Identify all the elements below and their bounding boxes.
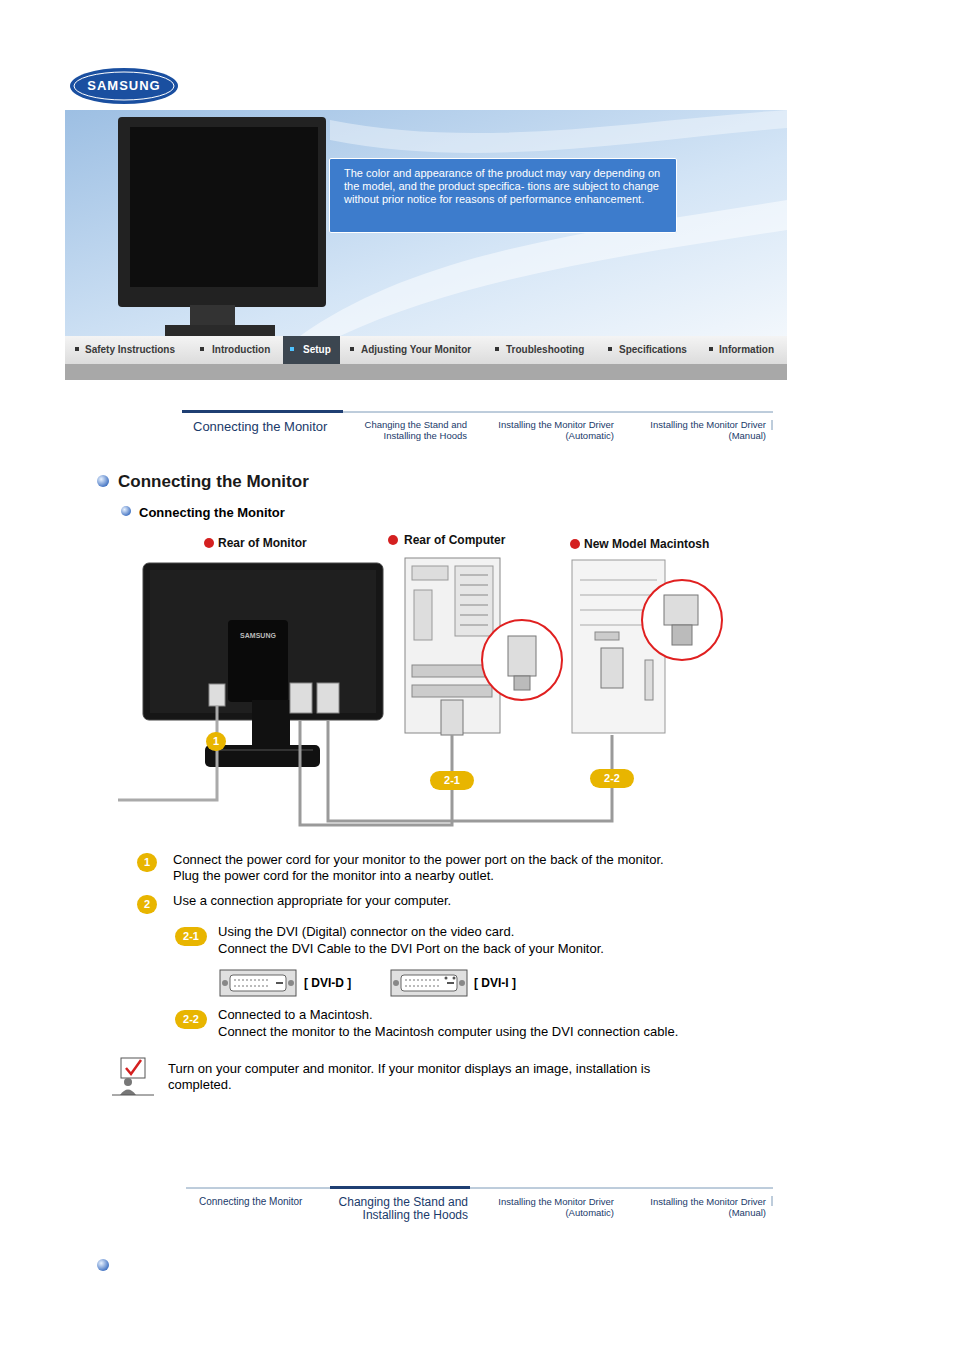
dvi-cable xyxy=(328,720,612,821)
nav-item: Troubleshooting xyxy=(506,344,584,356)
computer-tower xyxy=(405,558,562,735)
tab-link: Connecting the Monitor xyxy=(199,1196,302,1208)
connector-name: [ DVI-D ] xyxy=(304,975,351,991)
banner xyxy=(65,110,787,380)
subheading: Connecting the Monitor xyxy=(139,505,285,521)
tab-link: Installing the Monitor Driver (Manual) xyxy=(617,419,766,441)
monitor-back xyxy=(118,563,383,800)
nav-item: Information xyxy=(719,344,774,356)
callout-number: 2-2 xyxy=(175,1010,207,1029)
step-text: Plug the power cord for the monitor into… xyxy=(173,868,494,884)
bullet-icon xyxy=(97,1259,109,1271)
callout-number: 2-1 xyxy=(175,927,207,946)
tab-bar xyxy=(182,410,773,1206)
nav-item-active: Setup xyxy=(303,344,331,356)
figure-heading: Rear of Computer xyxy=(404,533,505,547)
step-text: Use a connection appropriate for your co… xyxy=(173,893,451,909)
callout-number: 2-1 xyxy=(430,771,474,790)
nav-item: Introduction xyxy=(212,344,270,356)
note-icon xyxy=(112,1058,154,1095)
figure-heading: New Model Macintosh xyxy=(584,537,709,551)
callout-number: 2-2 xyxy=(590,769,634,788)
callout-number: 1 xyxy=(137,853,157,872)
step-text: Connect the monitor to the Macintosh com… xyxy=(218,1024,678,1040)
nav-item: Adjusting Your Monitor xyxy=(361,344,471,356)
step-text: Connect the DVI Cable to the DVI Port on… xyxy=(218,941,604,957)
step-text: Connect the power cord for your monitor … xyxy=(173,852,664,868)
step-text: Using the DVI (Digital) connector on the… xyxy=(218,924,514,940)
notice-box: The color and appearance of the product … xyxy=(329,158,677,233)
red-dot xyxy=(388,535,398,545)
nav-item: Specifications xyxy=(619,344,687,356)
bullet-icon xyxy=(97,475,109,487)
tab-link: Installing the Monitor Driver (Automatic… xyxy=(465,419,614,441)
callout-number: 2 xyxy=(137,895,157,914)
tab-link: Changing the Stand and Installing the Ho… xyxy=(338,419,467,441)
computer-figure: Rear of Computer xyxy=(385,533,515,735)
brand-mark: SAMSUNG xyxy=(228,631,288,640)
page-title: Connecting the Monitor xyxy=(118,472,309,492)
dvi-connector-icon xyxy=(220,970,296,996)
red-dot xyxy=(570,539,580,549)
notice-text: The color and appearance of the product … xyxy=(344,167,662,206)
macintosh-figure: New Model Macintosh xyxy=(565,537,720,735)
tab-active: Connecting the Monitor xyxy=(193,419,327,434)
monitor-figure: Rear of Monitor xyxy=(140,535,385,720)
dvi-cable xyxy=(300,720,452,825)
brand-logo-shape xyxy=(70,68,178,104)
brand-logo: SAMSUNG xyxy=(72,78,176,94)
callout-number: 1 xyxy=(206,732,226,751)
tab-link: Installing the Monitor Driver (Manual) xyxy=(617,1196,766,1218)
connector-name: [ DVI-I ] xyxy=(474,975,516,991)
dvi-connector-icon xyxy=(391,970,467,996)
macintosh-tower xyxy=(572,560,722,733)
note-text: Turn on your computer and monitor. If yo… xyxy=(168,1061,713,1093)
tab-active: Changing the Stand and Installing the Ho… xyxy=(332,1196,468,1222)
step-text: Connected to a Macintosh. xyxy=(218,1007,373,1023)
nav-item: Safety Instructions xyxy=(85,344,175,356)
bullet-icon xyxy=(121,506,131,516)
figure-heading: Rear of Monitor xyxy=(218,536,307,550)
red-dot xyxy=(204,538,214,548)
tab-link: Installing the Monitor Driver (Automatic… xyxy=(465,1196,614,1218)
